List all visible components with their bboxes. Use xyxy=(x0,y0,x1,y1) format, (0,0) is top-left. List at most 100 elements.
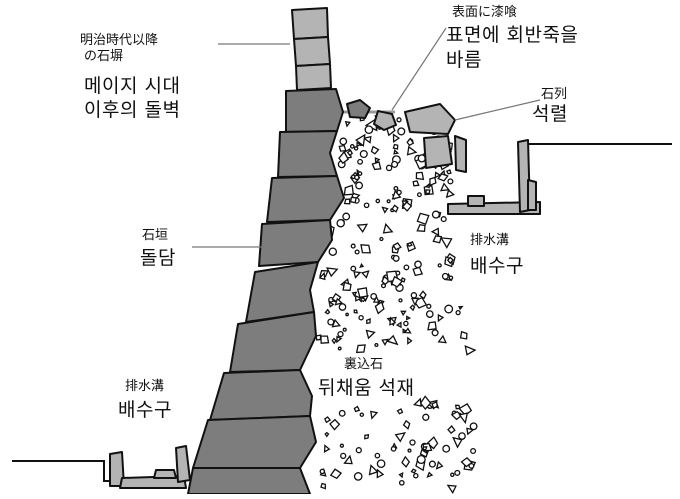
rubble-stone xyxy=(344,121,351,128)
rubble-stone xyxy=(356,223,369,233)
rubble-stone xyxy=(320,482,326,490)
rubble-stone xyxy=(431,400,438,409)
label-meiji-ko-2: 이후의 돌벽 xyxy=(84,99,181,121)
rubble-stone xyxy=(447,425,456,434)
rubble-stone xyxy=(323,444,331,453)
label-drain-right-ko: 배수구 xyxy=(470,255,524,277)
rubble-stone xyxy=(426,436,439,450)
rubble-stone xyxy=(409,439,416,446)
rubble-stone xyxy=(385,164,393,172)
rubble-stone xyxy=(359,412,365,417)
rubble-stone xyxy=(442,444,451,453)
rubble-stone xyxy=(324,431,330,438)
rubble-stone xyxy=(426,303,432,309)
rubble-stone xyxy=(410,468,417,474)
rubble-stone xyxy=(402,419,411,430)
rubble-stone xyxy=(327,318,335,326)
rubble-stone xyxy=(353,472,363,481)
rubble-stone xyxy=(446,256,454,265)
rubble-stone xyxy=(338,409,346,417)
label-meiji-ja-2: の石塀 xyxy=(84,49,124,64)
label-stone-row-ko: 석렬 xyxy=(532,103,568,125)
rubble-stone xyxy=(425,182,430,189)
rubble-stone xyxy=(401,455,411,468)
rubble-stone xyxy=(324,308,331,315)
rubble-stone xyxy=(407,336,413,345)
rubble-stone xyxy=(346,149,354,157)
label-stone-wall-ja: 石垣 xyxy=(142,228,169,243)
rubble-stone xyxy=(375,198,381,204)
rubble-stone xyxy=(343,454,353,465)
backfill-rubble xyxy=(315,111,478,495)
rubble-stone xyxy=(452,436,463,449)
rubble-stone xyxy=(416,454,426,465)
rubble-stone xyxy=(396,408,404,415)
label-drain-left-ja: 排水溝 xyxy=(125,379,165,394)
rubble-stone xyxy=(336,335,343,344)
rubble-stone xyxy=(394,431,407,443)
stone-row xyxy=(404,103,467,173)
rubble-stone xyxy=(353,146,359,151)
rubble-stone xyxy=(343,198,351,205)
rubble-stone xyxy=(320,335,330,344)
rubble-stone xyxy=(395,321,402,329)
rubble-stone xyxy=(355,133,366,148)
rubble-stone xyxy=(419,395,432,411)
rubble-stone xyxy=(427,321,437,331)
rubble-stone xyxy=(358,314,364,321)
rubble-stone xyxy=(342,212,351,221)
rubble-stone xyxy=(426,471,434,479)
rubble-stone xyxy=(351,291,358,298)
rubble-stone xyxy=(422,413,430,421)
rubble-stone xyxy=(355,181,364,190)
rubble-stone xyxy=(353,271,362,279)
rubble-stone xyxy=(406,242,413,247)
rubble-stone xyxy=(430,227,440,237)
rubble-stone xyxy=(406,315,412,321)
leader-stone-row xyxy=(454,99,541,121)
rubble-stone xyxy=(331,318,342,328)
rubble-stone xyxy=(323,416,332,424)
rubble-stone xyxy=(412,266,424,277)
label-meiji-ko-1: 메이지 시대 xyxy=(84,75,181,97)
label-meiji-ja-1: 明治時代以降 xyxy=(80,33,159,48)
rubble-stone xyxy=(386,199,391,204)
rubble-stone xyxy=(402,328,408,334)
rubble-stone xyxy=(363,202,370,209)
rubble-stone xyxy=(396,117,402,123)
label-stone-row-ja: 石列 xyxy=(541,87,568,102)
meiji-stone-fence xyxy=(291,7,332,91)
rubble-stone xyxy=(406,145,418,156)
rubble-stone xyxy=(380,283,387,289)
label-plaster-ja: 表面に漆喰 xyxy=(452,5,518,20)
rubble-stone xyxy=(470,447,477,455)
rubble-stone xyxy=(450,472,455,478)
rubble-stone xyxy=(338,303,347,311)
rubble-stone xyxy=(354,174,360,181)
rubble-stone xyxy=(403,264,410,271)
rubble-stone xyxy=(398,298,403,303)
rubble-stone xyxy=(364,125,374,135)
rubble-stone xyxy=(342,281,352,291)
rubble-stone xyxy=(329,468,343,480)
rubble-stone xyxy=(338,150,350,165)
rubble-stone xyxy=(354,249,360,255)
rubble-stone xyxy=(392,143,399,150)
rubble-stone xyxy=(464,345,477,356)
rubble-stone xyxy=(425,189,431,195)
rubble-stone xyxy=(458,412,469,425)
rubble-stone xyxy=(392,242,402,251)
rubble-stone xyxy=(336,218,345,228)
rubble-stone xyxy=(349,196,357,204)
leader-lines xyxy=(192,27,541,248)
rubble-stone xyxy=(355,344,366,354)
rubble-stone xyxy=(374,300,385,315)
rubble-stone xyxy=(459,330,468,340)
rubble-stone xyxy=(432,235,443,244)
rubble-stone xyxy=(422,446,428,451)
rubble-stone xyxy=(353,309,358,314)
rubble-stone xyxy=(458,432,466,440)
rubble-stone xyxy=(376,468,385,479)
